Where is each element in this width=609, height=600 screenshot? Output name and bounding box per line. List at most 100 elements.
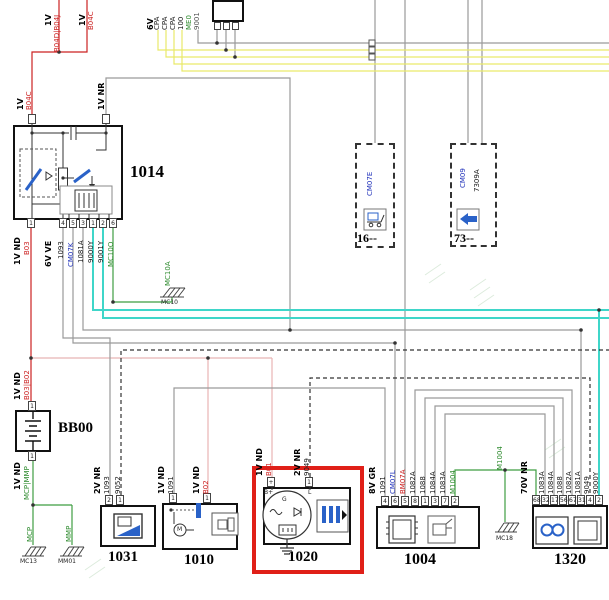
pin-bb00-bottom: 1 <box>28 451 36 461</box>
wire-label: 1V ND <box>13 462 22 490</box>
wire-label: 1V ND <box>157 466 166 494</box>
pin-bb00-top: 1 <box>28 401 36 411</box>
pin-1320: 68 <box>532 495 541 505</box>
pin-1320: 56 <box>559 495 568 505</box>
wire-label: 8V GR <box>368 466 377 494</box>
wire-label: CM07K <box>67 242 75 267</box>
pin-1004: 3 <box>431 496 439 506</box>
pin-1031: 2 <box>105 495 113 505</box>
wire-label: 1088 <box>419 476 427 494</box>
component-id-1031: 1031 <box>108 549 138 565</box>
terminal-label-bplus: B+ <box>264 489 274 496</box>
wire-label: B04D|B04J <box>53 14 61 52</box>
pin-1014: 6 <box>109 218 117 228</box>
wire-label: 9000Y <box>87 240 95 263</box>
wire-label: MCP|MMP <box>23 466 31 500</box>
pin-1010: 1 <box>169 493 177 503</box>
component-id-1014: 1014 <box>130 162 164 181</box>
component-1031-box <box>100 505 156 547</box>
connector-label: CM07E <box>366 171 374 196</box>
wire-label: 1V ND <box>255 448 264 476</box>
wire-label: MMP <box>65 525 73 542</box>
wire-label: MC10A <box>164 261 172 286</box>
generator-letter: G <box>282 496 287 503</box>
wire-label: 7309A <box>473 169 481 192</box>
wire-label: B01 <box>265 462 273 476</box>
component-id-bb00: BB00 <box>58 420 94 436</box>
pin-1004: 8 <box>411 496 419 506</box>
pin-1014: 3 <box>79 218 87 228</box>
component-id-1004: 1004 <box>404 551 436 568</box>
ground-label: MM01 <box>58 558 76 565</box>
connector-number: 16-- <box>357 231 377 245</box>
wire-label: 1V ND <box>13 237 22 265</box>
pin-1014-top-left <box>28 114 36 124</box>
wire-label: 9052 <box>114 476 122 494</box>
pin-1320: 17 <box>550 495 559 505</box>
top-module-pin <box>214 22 221 30</box>
pin-1014: 1 <box>89 218 97 228</box>
pin-1320: 32 <box>541 495 550 505</box>
connector-label: CM09 <box>459 168 467 188</box>
wire-label: 9049 <box>303 458 311 476</box>
wire-label: 1083A <box>439 471 447 494</box>
pin-1014: 4 <box>59 218 67 228</box>
wire-label: MC10O <box>107 241 115 267</box>
wire-label: M1004 <box>449 470 457 494</box>
wire-label: B04C <box>25 91 33 110</box>
pin-1004: 1 <box>421 496 429 506</box>
terminal-label-l: L <box>308 489 312 496</box>
pin-1020: 1 <box>305 477 313 487</box>
pin-1020: + <box>267 477 275 487</box>
component-1320-box <box>532 505 608 549</box>
wire-label: 1081A <box>77 240 85 263</box>
wire-label: 2V NR <box>293 448 302 476</box>
wire-label: B03 <box>23 241 31 255</box>
wire-label: 9001 <box>193 12 201 30</box>
pin-1010: 1 <box>203 493 211 503</box>
wire-label: 9001Y <box>97 240 105 263</box>
component-1004-box <box>376 506 480 549</box>
pin-1320: 4 <box>586 495 594 505</box>
wire-label: 1091 <box>167 476 175 494</box>
wire-label: B04C <box>87 11 95 30</box>
component-1014-box <box>13 125 123 220</box>
pin-1014-top-right <box>102 114 110 124</box>
top-module-pin <box>232 22 239 30</box>
wire-label: 1V NR <box>97 82 106 110</box>
pin-1014: 1 <box>27 218 35 228</box>
pin-1004: 2 <box>451 496 459 506</box>
motor-letter: M <box>177 526 183 533</box>
wire-label: CM07L <box>389 470 397 494</box>
pin-1004: 4 <box>381 496 389 506</box>
ground-label: MC13 <box>20 558 38 565</box>
ground-label: MC18 <box>496 535 514 542</box>
ground-label: MC10 <box>161 299 179 306</box>
wire-label: 1V ND <box>192 466 201 494</box>
wire-label: MCP <box>26 526 34 542</box>
pin-1004: 6 <box>391 496 399 506</box>
pin-1320: 2 <box>595 495 603 505</box>
top-module-box <box>212 0 244 22</box>
wire-label: 70V NR <box>520 461 529 494</box>
pin-1014: 2 <box>99 218 107 228</box>
wire-label: BM07A <box>399 469 407 494</box>
connector-number: 73-- <box>454 231 474 245</box>
component-id-1020: 1020 <box>288 549 318 565</box>
pin-1320: 67 <box>568 495 577 505</box>
wire-label: 1084A <box>429 471 437 494</box>
wire-label: B02 <box>202 480 210 494</box>
top-module-pin <box>223 22 230 30</box>
wire-label: 1093 <box>57 241 65 259</box>
wire-label: 1093 <box>103 476 111 494</box>
pin-1320: 31 <box>577 495 586 505</box>
component-1010-box <box>162 503 238 550</box>
wire-label: M1004 <box>496 446 504 470</box>
wire-label: B03|B02 <box>23 370 31 400</box>
pin-1004: 7 <box>441 496 449 506</box>
wire-label: 9000Y <box>592 471 600 494</box>
component-id-1320: 1320 <box>554 551 586 568</box>
wire-label: 1V ND <box>13 372 22 400</box>
pin-1014: 5 <box>69 218 77 228</box>
